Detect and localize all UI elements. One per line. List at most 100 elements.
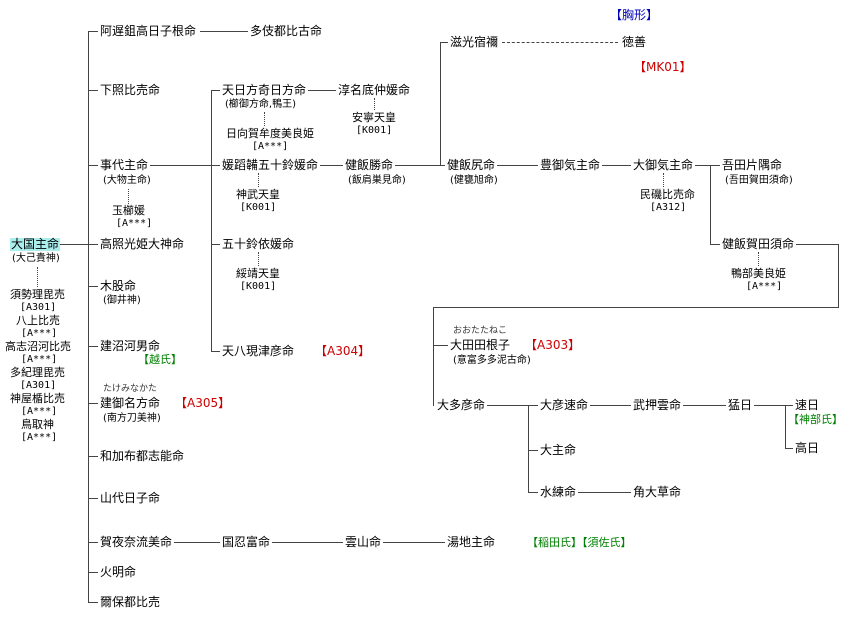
- person-name: 多紀理毘売: [10, 366, 65, 379]
- tree-line: [320, 165, 343, 166]
- tree-line: [528, 405, 529, 493]
- person-name: 高日: [795, 441, 820, 455]
- person-name: 天日方奇日方命: [222, 83, 307, 97]
- tree-line: [88, 31, 89, 603]
- person-name: 建沼河男命: [100, 339, 161, 353]
- person-name: 大田田根子: [450, 338, 511, 352]
- person-alias: (吾田賀田須命): [725, 175, 793, 186]
- ref-code: [A***]: [746, 281, 783, 292]
- tree-line: [374, 98, 375, 110]
- person-name: 淳名底仲媛命: [338, 83, 411, 97]
- person-alias: (大物主命): [103, 175, 151, 186]
- tree-line: [383, 542, 445, 543]
- person-name: 速日: [795, 398, 820, 412]
- tree-line: [88, 31, 98, 32]
- person-alias: (飯肩巣見命): [348, 175, 406, 186]
- person-name: 八上比売: [16, 314, 60, 327]
- tree-line: [602, 165, 631, 166]
- person-name: 綏靖天皇: [236, 267, 280, 280]
- tree-line: [258, 252, 259, 266]
- tree-line: [528, 450, 538, 451]
- tree-line: [211, 351, 220, 352]
- clan-link[interactable]: 【神部氏】: [788, 413, 843, 426]
- person-name: 火明命: [100, 565, 137, 579]
- tree-line: [695, 165, 720, 166]
- person-name: 事代主命: [100, 158, 149, 172]
- person-name: 五十鈴依媛命: [222, 237, 295, 251]
- tree-line: [528, 492, 538, 493]
- chart-ref-link[interactable]: 【A304】: [315, 344, 371, 358]
- clan-link[interactable]: 【稲田氏】【須佐氏】: [527, 536, 632, 549]
- ref-code: [A***]: [21, 406, 58, 417]
- person-name: 大御気主命: [633, 158, 694, 172]
- person-name: 吾田片隅命: [722, 158, 783, 172]
- tree-line: [88, 602, 98, 603]
- person-name: 爾保都比売: [100, 595, 161, 609]
- tree-line: [578, 492, 631, 493]
- tree-line: [487, 405, 528, 406]
- person-name: 民磯比売命: [640, 188, 695, 201]
- tree-line: [785, 448, 793, 449]
- person-name: 滋光宿禰: [450, 35, 499, 49]
- person-name: 高照光姫大神命: [100, 237, 185, 251]
- tree-line: [710, 244, 720, 245]
- person-alias: (意富多多泥古命): [453, 355, 531, 366]
- person-name: 水練命: [540, 485, 577, 499]
- ref-code: [A***]: [252, 141, 289, 152]
- person-name: 徳善: [622, 35, 647, 49]
- tree-line: [88, 403, 98, 404]
- person-name: 猛日: [728, 398, 753, 412]
- tree-line: [37, 267, 38, 287]
- tree-line: [211, 90, 212, 352]
- person-name: 豊御気主命: [540, 158, 601, 172]
- ruby-reading: おおたたねこ: [453, 326, 508, 336]
- tree-line: [838, 244, 839, 308]
- tree-line: [258, 173, 259, 187]
- person-alias: (大己貴神): [12, 253, 60, 264]
- ref-code: [A***]: [116, 218, 153, 229]
- clan-link[interactable]: 【越氏】: [138, 353, 182, 366]
- person-name: 玉櫛媛: [112, 204, 145, 217]
- person-alias: (櫛御方命,鴨王): [225, 99, 296, 110]
- person-name: 国忍富命: [222, 535, 271, 549]
- tree-line: [785, 405, 786, 449]
- clan-chart-link[interactable]: 【胸形】: [610, 8, 659, 22]
- tree-line: [796, 244, 838, 245]
- tree-line: [88, 346, 98, 347]
- tree-line: [785, 405, 793, 406]
- chart-ref-link[interactable]: 【MK01】: [634, 60, 692, 74]
- person-name: 武押雲命: [633, 398, 682, 412]
- tree-line: [60, 244, 98, 245]
- tree-line: [433, 345, 448, 346]
- tree-line: [433, 307, 839, 308]
- person-name: 下照比売命: [100, 83, 161, 97]
- tree-line: [433, 307, 434, 406]
- person-name: 湯地主命: [447, 535, 496, 549]
- tree-line: [754, 405, 785, 406]
- person-name: 木股命: [100, 279, 137, 293]
- tree-line: [88, 542, 98, 543]
- tree-line: [211, 90, 220, 91]
- tree-line: [502, 42, 618, 43]
- person-name: 健飯勝命: [345, 158, 394, 172]
- ref-code: [A***]: [21, 432, 58, 443]
- tree-line: [88, 572, 98, 573]
- tree-line: [272, 542, 343, 543]
- person-name: 神屋楯比売: [10, 392, 65, 405]
- tree-line: [440, 42, 448, 43]
- person-name: 雲山命: [345, 535, 382, 549]
- person-name: 天八現津彦命: [222, 344, 295, 358]
- person-name: 健飯尻命: [447, 158, 496, 172]
- ref-code: [K001]: [240, 281, 277, 292]
- ref-code: [K001]: [240, 202, 277, 213]
- tree-line: [88, 90, 98, 91]
- chart-ref-link[interactable]: 【A305】: [175, 396, 231, 410]
- tree-line: [440, 42, 441, 166]
- ref-code: [A301]: [20, 302, 57, 313]
- person-name: 健飯賀田須命: [722, 237, 795, 251]
- person-alias: (南方刀美神): [103, 413, 161, 424]
- tree-line: [395, 165, 445, 166]
- chart-ref-link[interactable]: 【A303】: [525, 338, 581, 352]
- ref-code: [A***]: [21, 328, 58, 339]
- tree-line: [174, 542, 220, 543]
